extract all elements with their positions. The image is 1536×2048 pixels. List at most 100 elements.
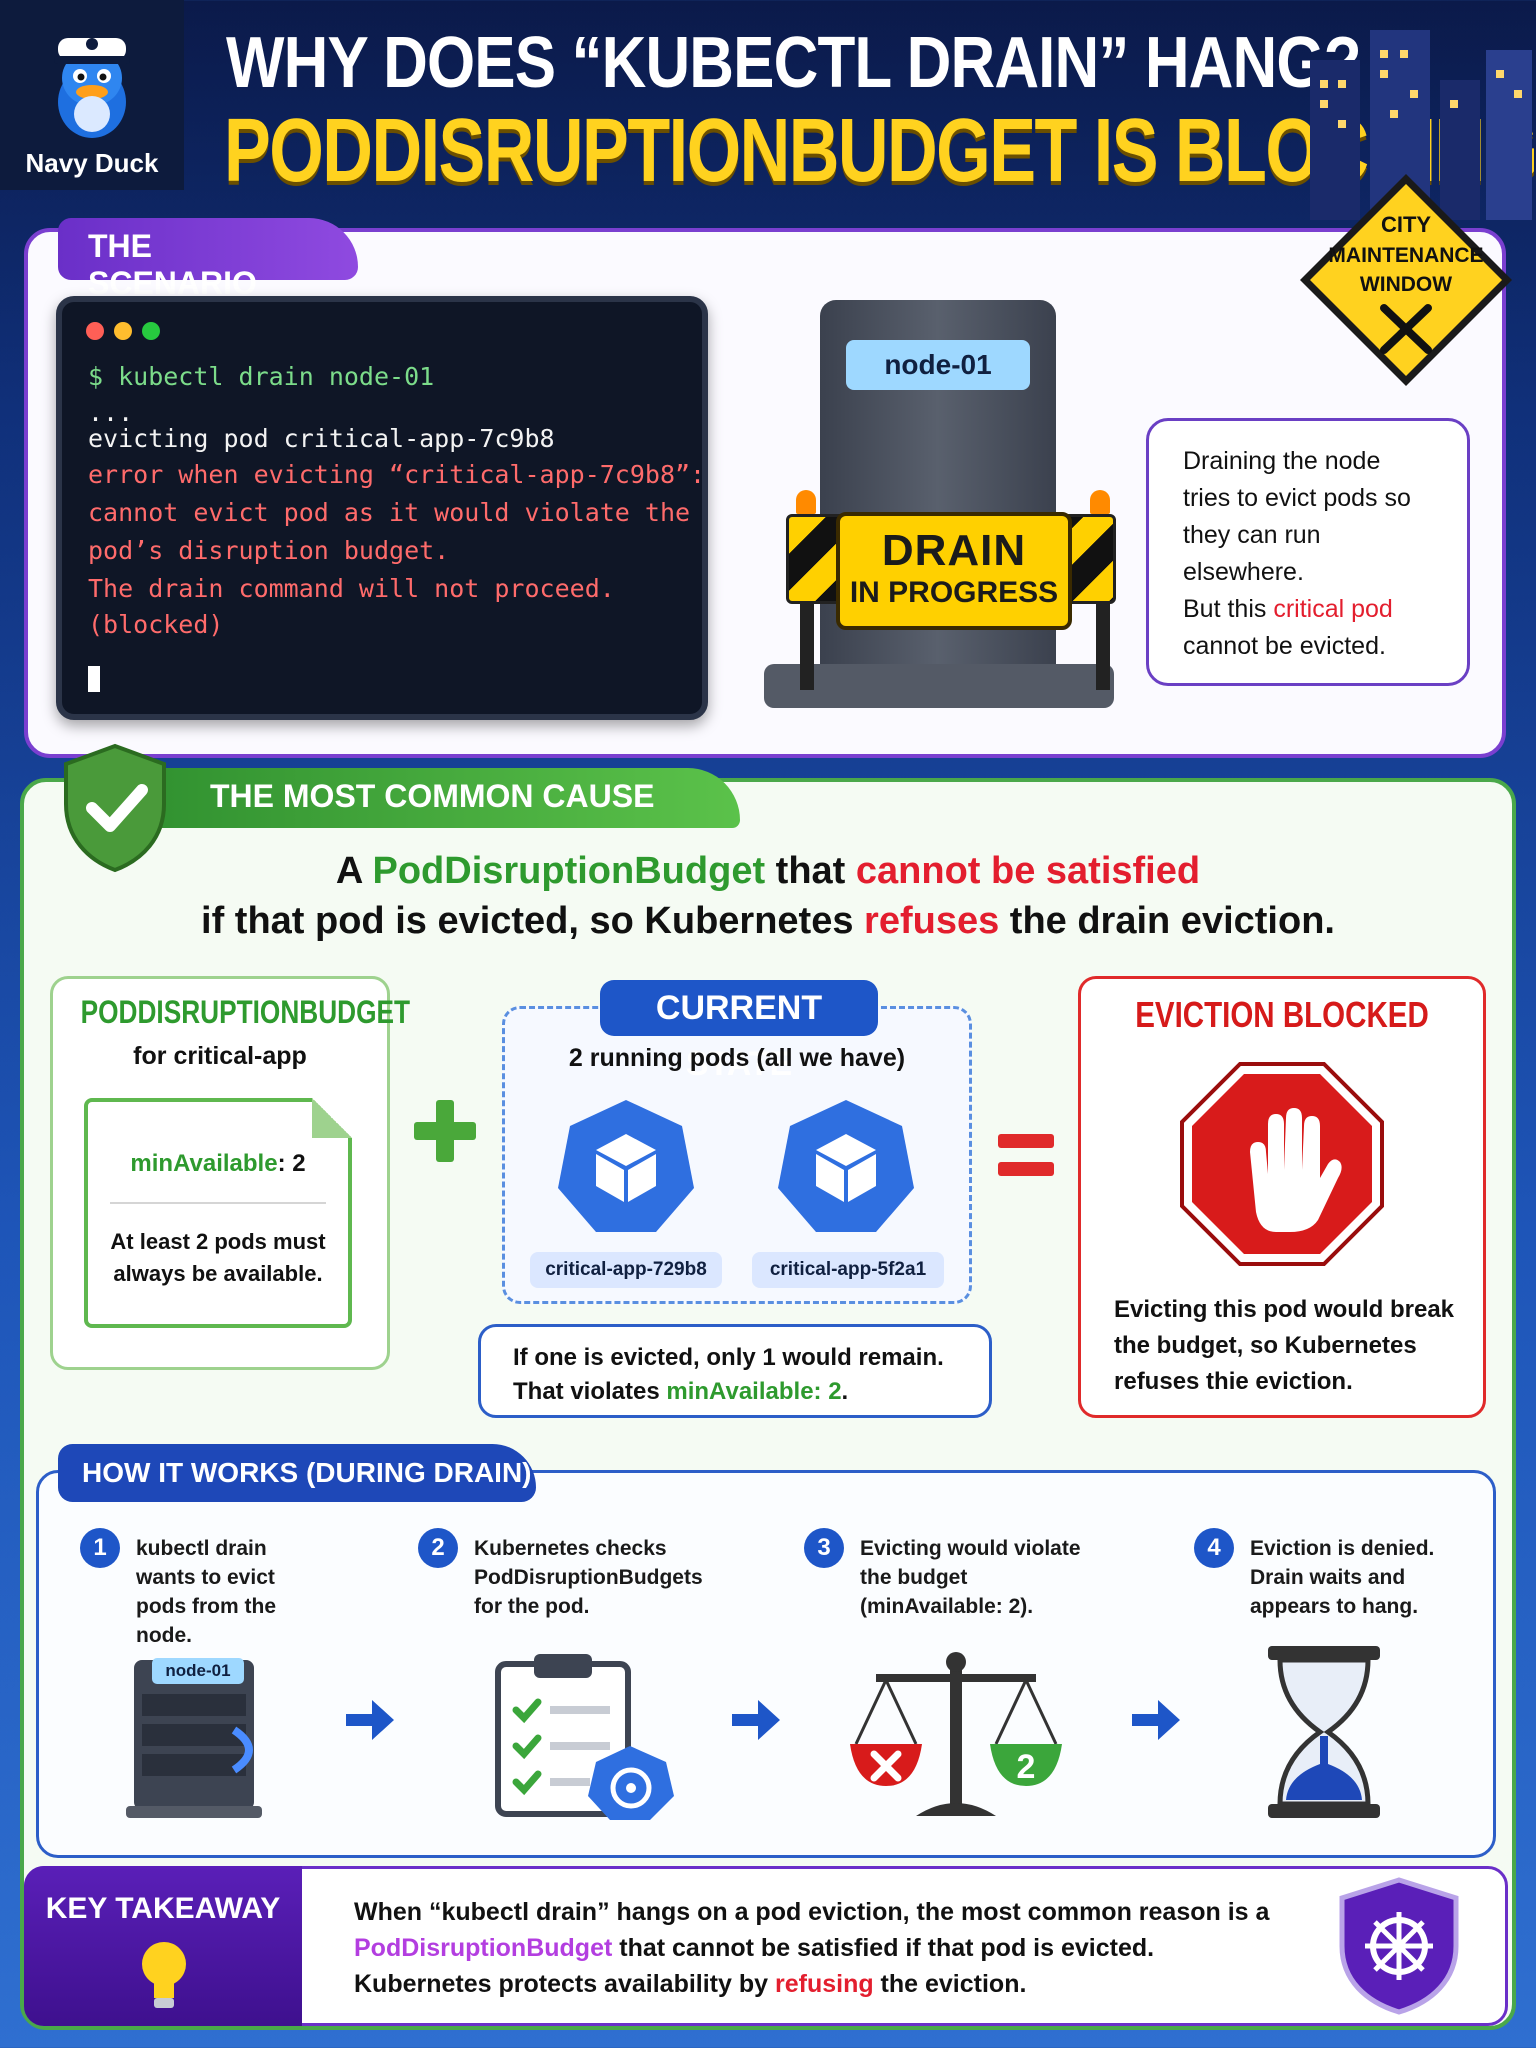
pdb-min-key: minAvailable <box>130 1150 278 1177</box>
pdb-description: At least 2 pods must always be available… <box>110 1229 326 1286</box>
current-state-subtitle: 2 running pods (all we have) <box>568 1044 906 1072</box>
speech-highlight: critical pod <box>1273 595 1393 623</box>
warning-sign: CITY MAINTENANCE WINDOW <box>1300 174 1512 386</box>
page-fold-icon <box>312 1098 352 1138</box>
how-it-works-box <box>36 1470 1496 1858</box>
kubernetes-shield-icon <box>1339 1877 1459 2015</box>
takeaway-text: the eviction. <box>873 1970 1027 1998</box>
terminal-cursor <box>88 666 100 692</box>
arrow-right-icon <box>346 1700 394 1740</box>
tab-cause: THE MOST COMMON CAUSE <box>120 768 740 828</box>
note-text: If one is evicted, only 1 would remain. <box>513 1344 944 1371</box>
pod-icon <box>558 1100 694 1232</box>
terminal-command: $ kubectl drain node-01 <box>88 362 435 391</box>
server-icon <box>126 1660 262 1818</box>
note-text: . <box>841 1378 849 1405</box>
speech-text: cannot be evicted. <box>1183 632 1386 660</box>
terminal-error-line: The drain command will not proceed. <box>88 574 615 603</box>
scale-value: 2 <box>1017 1748 1036 1786</box>
node-label: node-01 <box>846 340 1030 390</box>
arrow-right-icon <box>1132 1700 1180 1740</box>
pod-label: critical-app-5f2a1 <box>752 1252 944 1288</box>
stop-hand-icon <box>1180 1062 1384 1266</box>
key-takeaway-text: When “kubectl drain” hangs on a pod evic… <box>354 1894 1314 2002</box>
pdb-min-value: : 2 <box>277 1150 306 1177</box>
pod-label: critical-app-729b8 <box>530 1252 722 1288</box>
step-node-label: node-01 <box>152 1658 244 1684</box>
cause-statement: A PodDisruptionBudget that cannot be sat… <box>60 846 1476 946</box>
terminal-minimize-dot <box>114 322 132 340</box>
drain-sign-title: DRAIN <box>881 526 1027 575</box>
terminal-maximize-dot <box>142 322 160 340</box>
eviction-blocked-description: Evicting this pod would break the budget… <box>1114 1296 1455 1395</box>
cause-text: A <box>335 850 373 892</box>
warning-sign-line3: WINDOW <box>1360 273 1452 296</box>
lightbulb-icon <box>142 1942 186 2008</box>
scale-icon: 2 <box>850 1652 1062 1816</box>
equals-icon <box>998 1134 1054 1176</box>
pod-icon <box>778 1100 914 1232</box>
terminal-line: ... <box>88 398 134 427</box>
step-text: Kubernetes checks PodDisruptionBudgets f… <box>474 1537 703 1618</box>
shield-check-icon <box>64 743 166 873</box>
terminal-error-line: error when evicting “critical-app-7c9b8”… <box>88 460 706 489</box>
cause-text: if that pod is evicted, so Kubernetes <box>201 900 865 942</box>
takeaway-refusing-highlight: refusing <box>774 1970 874 1998</box>
city-skyline-icon <box>1310 30 1532 220</box>
takeaway-pdb-highlight: PodDisruptionBudget <box>354 1934 613 1962</box>
plus-icon <box>414 1100 476 1162</box>
cause-text: the drain eviction. <box>999 900 1335 942</box>
step-text: Evicting would violate the budget (minAv… <box>860 1537 1081 1618</box>
speech-text: But this <box>1183 595 1274 623</box>
note-highlight: minAvailable: 2 <box>666 1378 842 1405</box>
brand-name: Navy Duck <box>25 148 159 178</box>
current-state-note: If one is evicted, only 1 would remain. … <box>478 1324 992 1418</box>
hourglass-icon <box>1268 1646 1380 1818</box>
wrench-icon <box>1380 304 1432 354</box>
warning-sign-line1: CITY <box>1381 212 1431 237</box>
cause-refuses-highlight: refuses <box>864 900 1000 942</box>
step-text: Eviction is denied. Drain waits and appe… <box>1250 1537 1435 1618</box>
arrow-right-icon <box>732 1700 780 1740</box>
cause-pdb-highlight: PodDisruptionBudget <box>372 850 766 892</box>
note-text: That violates <box>513 1378 667 1405</box>
node-base <box>764 664 1114 708</box>
step-number: 2 <box>418 1528 458 1568</box>
duck-mascot-icon <box>54 38 130 138</box>
pdb-title: PODDISRUPTIONBUDGET <box>80 994 411 1030</box>
eviction-blocked-title: EVICTION BLOCKED <box>1135 994 1429 1035</box>
takeaway-text: that cannot be satisfied if that pod is … <box>612 1934 1155 1962</box>
current-state-title: CURRENT STATE <box>600 980 878 1083</box>
terminal-window: $ kubectl drain node-01 ... evicting pod… <box>56 296 708 720</box>
drain-sign: DRAIN IN PROGRESS <box>836 512 1072 630</box>
step-text: kubectl drain wants to evict pods from t… <box>136 1537 276 1647</box>
step-number: 4 <box>1194 1528 1234 1568</box>
barrier-light-icon <box>796 490 816 514</box>
cause-text: that <box>765 850 856 892</box>
step-number: 3 <box>804 1528 844 1568</box>
pdb-subtitle: for critical-app <box>133 1042 307 1070</box>
terminal-error-line: (blocked) <box>88 610 224 639</box>
terminal-error-line: pod’s disruption budget. <box>88 536 450 565</box>
page-title-line1: WHY DOES “KUBECTL DRAIN” HANG? <box>226 23 1362 103</box>
barrier-light-icon <box>1090 490 1110 514</box>
how-it-works-title: HOW IT WORKS (DURING DRAIN) <box>58 1444 536 1502</box>
checklist-icon <box>495 1654 674 1820</box>
terminal-close-dot <box>86 322 104 340</box>
terminal-line: evicting pod critical-app-7c9b8 <box>88 424 555 453</box>
page-title-line2: PODDISRUPTIONBUDGET IS BLOCKING! <box>224 101 1536 201</box>
pdb-min-available: minAvailable: 2 <box>84 1150 352 1178</box>
tab-scenario: THE SCENARIO <box>58 218 358 301</box>
speech-bubble: Draining the node tries to evict pods so… <box>1146 418 1470 686</box>
warning-sign-line2: MAINTENANCE <box>1328 244 1483 267</box>
takeaway-text: When “kubectl drain” hangs on a pod evic… <box>354 1898 1270 1926</box>
speech-text: Draining the node tries to evict pods so… <box>1183 447 1411 586</box>
key-takeaway-title: KEY TAKEAWAY <box>45 1892 281 1925</box>
pdb-document <box>84 1098 352 1328</box>
terminal-error-line: cannot evict pod as it would violate the <box>88 498 691 527</box>
takeaway-text: Kubernetes protects availability by <box>354 1970 775 1998</box>
divider <box>110 1202 326 1204</box>
drain-sign-subtitle: IN PROGRESS <box>849 576 1059 609</box>
step-number: 1 <box>80 1528 120 1568</box>
cause-cannot-highlight: cannot be satisfied <box>855 850 1201 892</box>
